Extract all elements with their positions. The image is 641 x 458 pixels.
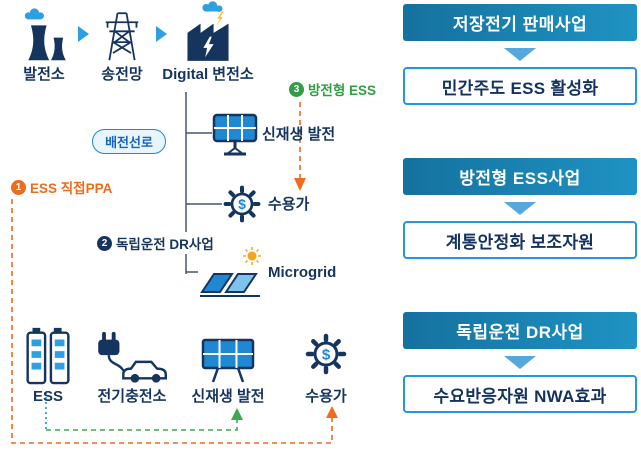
distribution-line-badge: 배전선로: [92, 129, 166, 154]
transmission-tower-icon: [98, 6, 146, 62]
consumer-gear-icon: $: [222, 184, 262, 224]
label-power-plant: 발전소: [23, 66, 65, 83]
solar-panel-bottom-icon: [200, 336, 256, 386]
svg-text:$: $: [238, 197, 246, 212]
ess-battery-icon: [24, 324, 72, 386]
annotation-direct-ppa: 1 ESS 직접PPA: [8, 176, 116, 198]
solar-panel-icon: [212, 112, 258, 158]
microgrid-icon: [198, 246, 262, 302]
annotation-islanded-dr: 2 독립운전 DR사업: [94, 232, 217, 254]
panel-header: 저장전기 판매사업: [403, 4, 637, 41]
consumer-gear-bottom-icon: $: [304, 332, 348, 376]
down-arrow-icon: [504, 48, 536, 61]
panel-header: 독립운전 DR사업: [403, 312, 637, 349]
label-consumer-bottom: 수용가: [305, 388, 347, 405]
label-consumer-mid: 수용가: [268, 196, 310, 213]
circled-3-icon: 3: [289, 81, 304, 97]
label-transmission: 송전망: [101, 66, 143, 83]
label-ess: ESS: [32, 388, 63, 405]
panel-group-storage-sales: 저장전기 판매사업 민간주도 ESS 활성화: [403, 4, 637, 105]
annotation-discharge-ess-label: 방전형 ESS: [308, 83, 377, 98]
panel-result: 수요반응자원 NWA효과: [403, 375, 637, 413]
label-renewable-mid: 신재생 발전: [262, 126, 336, 143]
down-arrow-icon: [504, 356, 536, 369]
panel-group-islanded-dr: 독립운전 DR사업 수요반응자원 NWA효과: [403, 312, 637, 413]
chevron-right-icon: [156, 26, 167, 42]
chevron-right-icon: [78, 26, 89, 42]
label-renewable-bottom: 신재생 발전: [191, 388, 265, 405]
label-ev-charging: 전기충전소: [97, 388, 167, 405]
label-digital-substation: Digital 변전소: [162, 66, 254, 83]
annotation-islanded-dr-label: 독립운전 DR사업: [116, 237, 214, 252]
circled-1-icon: 1: [11, 179, 26, 195]
panel-result: 계통안정화 보조자원: [403, 221, 637, 259]
panel-group-discharge-ess: 방전형 ESS사업 계통안정화 보조자원: [403, 158, 637, 259]
power-plant-icon: [16, 8, 72, 62]
svg-text:$: $: [322, 347, 331, 364]
panel-header: 방전형 ESS사업: [403, 158, 637, 195]
ev-charging-icon: [94, 330, 170, 386]
label-microgrid: Microgrid: [268, 264, 337, 281]
circled-2-icon: 2: [97, 235, 112, 251]
digital-substation-icon: [180, 0, 236, 64]
down-arrow-icon: [504, 202, 536, 215]
annotation-discharge-ess: 3 방전형 ESS: [286, 78, 380, 100]
annotation-direct-ppa-label: ESS 직접PPA: [30, 181, 113, 196]
panel-result: 민간주도 ESS 활성화: [403, 67, 637, 105]
